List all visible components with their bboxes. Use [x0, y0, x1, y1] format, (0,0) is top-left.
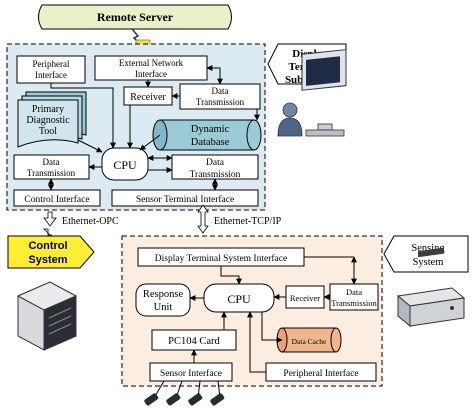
- response-unit-node: Response Unit: [135, 283, 191, 317]
- display-data-transmission-top-box: Data Transmission: [179, 83, 261, 110]
- external-network-interface-box: External Network Interface: [94, 55, 208, 81]
- data-cache-label: Data Cache: [292, 337, 327, 346]
- sensing-system-arrows: [189, 256, 357, 373]
- sensing-cpu-label: CPU: [227, 292, 251, 306]
- response-unit-line1: Response: [143, 289, 184, 300]
- data-transmission-top-line2: Transmission: [196, 97, 245, 107]
- sensing-title-line1: Sensing: [411, 243, 445, 254]
- display-subsystem-arrows: [48, 65, 260, 191]
- ethernet-tcpip-label: Ethernet-TCP/IP: [214, 216, 282, 227]
- control-server-cube-icon: [16, 281, 78, 351]
- display-cpu-label: CPU: [113, 158, 137, 172]
- peripheral-interface-box: Peripheral Interface: [16, 55, 86, 84]
- sensor-probe-icon: [188, 380, 203, 406]
- server-link-icon: [131, 28, 151, 46]
- display-cpu-node: CPU: [101, 147, 149, 181]
- peripheral-interface-line1: Peripheral: [33, 59, 70, 69]
- pc104-card-label: PC104 Card: [168, 336, 220, 347]
- data-transmission-left-line1: Data: [43, 157, 60, 167]
- external-network-line1: External Network: [119, 58, 184, 68]
- dynamic-database-line1: Dynamic: [191, 124, 230, 135]
- dynamic-database-line2: Database: [191, 137, 230, 148]
- data-transmission-right-line1: Data: [206, 158, 225, 168]
- remote-server: Remote Server: [38, 4, 232, 30]
- display-data-transmission-left-box: Data Transmission: [13, 154, 90, 180]
- control-system-title: Control System: [7, 235, 95, 269]
- sensing-receiver-label: Receiver: [290, 293, 320, 303]
- sensing-device-icon: [396, 247, 466, 328]
- sensor-probe-icons: [144, 380, 225, 406]
- primary-diagnostic-tool-doc: Primary Diagnostic Tool: [17, 91, 87, 148]
- sensor-terminal-interface-label: Sensor Terminal Interface: [136, 194, 234, 205]
- response-unit-line2: Unit: [154, 302, 173, 313]
- ethernet-opc-label: Ethernet-OPC: [62, 216, 119, 227]
- sensing-receiver-box: Receiver: [285, 285, 325, 309]
- sensing-data-transmission-line1: Data: [346, 287, 362, 297]
- primary-diagnostic-line1: Primary: [32, 104, 64, 115]
- data-transmission-left-line2: Transmission: [27, 168, 76, 178]
- display-terminal-system-interface-box: Display Terminal System Interface: [137, 247, 305, 267]
- external-network-line2: Interface: [135, 69, 167, 79]
- sensing-data-transmission-box: Data Transmission: [329, 283, 379, 311]
- sensing-peripheral-interface-label: Peripheral Interface: [283, 368, 358, 379]
- data-transmission-top-line1: Data: [212, 86, 229, 96]
- sensing-data-transmission-line2: Transmission: [331, 298, 377, 308]
- peripheral-interface-line2: Interface: [35, 70, 67, 80]
- display-receiver-box: Receiver: [123, 86, 173, 106]
- sensor-probe-icon: [144, 380, 165, 406]
- display-receiver-label: Receiver: [130, 92, 166, 103]
- dynamic-database-cylinder: Dynamic Database: [152, 119, 262, 151]
- ethernet-opc-link: Ethernet-OPC: [43, 211, 119, 236]
- control-interface-label: Control Interface: [24, 194, 89, 205]
- data-cache-cylinder: Data Cache: [276, 327, 342, 353]
- sensor-probe-icon: [166, 380, 183, 406]
- data-transmission-right-line2: Transmission: [190, 170, 241, 180]
- control-interface-box: Control Interface: [13, 189, 101, 207]
- remote-server-label: Remote Server: [97, 10, 174, 24]
- display-data-transmission-right-box: Data Transmission: [171, 154, 259, 180]
- computer-monitor-icon: [277, 49, 347, 137]
- sensing-title-line2: System: [413, 257, 444, 268]
- primary-diagnostic-line3: Tool: [39, 126, 57, 137]
- sensing-peripheral-interface-box: Peripheral Interface: [265, 362, 377, 382]
- sensor-interface-label: Sensor Interface: [160, 368, 222, 379]
- sensor-probe-icon: [210, 380, 225, 406]
- primary-diagnostic-line2: Diagnostic: [26, 115, 70, 126]
- sensor-interface-box: Sensor Interface: [149, 362, 233, 382]
- sensing-cpu-node: CPU: [203, 283, 275, 313]
- display-terminal-system-interface-label: Display Terminal System Interface: [155, 253, 287, 264]
- pc104-card-box: PC104 Card: [151, 329, 237, 351]
- control-system-line1: Control: [28, 240, 67, 252]
- sensor-terminal-interface-box: Sensor Terminal Interface: [111, 189, 259, 207]
- control-system-line2: System: [28, 254, 67, 266]
- ethernet-tcpip-link: Ethernet-TCP/IP: [197, 204, 282, 234]
